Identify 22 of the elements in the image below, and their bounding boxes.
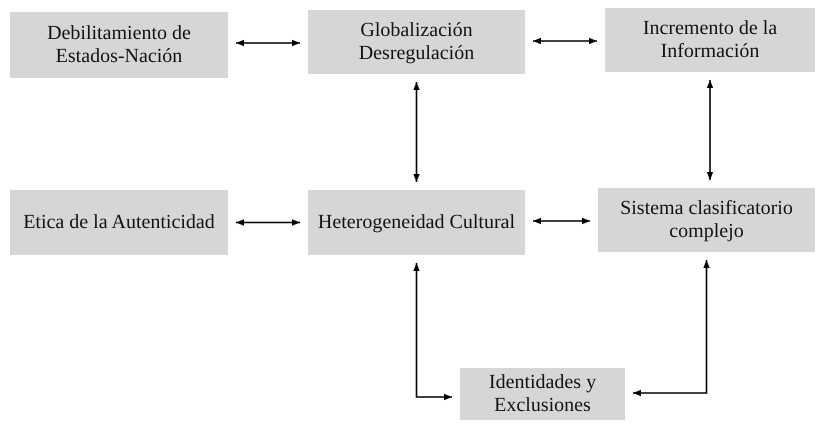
double-arrow [533,218,590,224]
concept-text: Sistema clasificatorio complejo [619,197,794,243]
concept-box [308,190,525,255]
concept-text: Globalización Desregulación [358,19,476,65]
double-arrow [706,80,714,180]
concept-box [605,8,815,72]
concept-text: Heterogeneidad Cultural [318,211,516,234]
concept-box [308,10,525,74]
double-arrow [236,219,300,226]
double-arrow [533,38,597,44]
concept-text: Debilitamiento de Estados-Nación [46,22,192,68]
concept-text: Incremento de la Información [642,17,778,63]
concept-box [460,368,625,420]
concept-box [598,188,815,252]
double-arrow [413,82,420,182]
double-arrow [413,263,452,400]
concept-box [10,190,228,255]
double-arrow [633,260,710,396]
double-arrow [236,40,300,46]
concept-box [10,12,228,78]
concept-text: Identidades y Exclusiones [488,371,598,417]
concept-text: Etica de la Autenticidad [23,211,215,234]
